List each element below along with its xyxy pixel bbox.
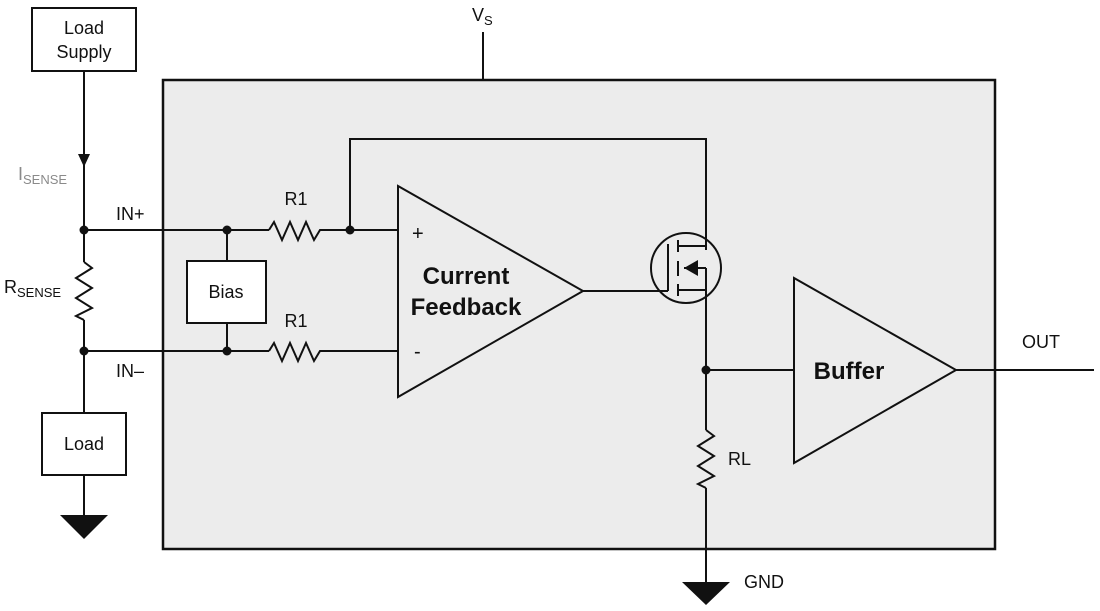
load-label: Load <box>64 434 104 454</box>
load-supply-label-line2: Supply <box>56 42 111 62</box>
load-supply-box <box>31 7 137 72</box>
gnd-icon <box>682 582 730 605</box>
mosfet-arrow-icon <box>684 260 698 276</box>
feedback-wire <box>349 138 707 250</box>
bias-label: Bias <box>208 282 243 302</box>
r1-bottom-label: R1 <box>284 311 307 331</box>
gnd-label: GND <box>744 572 784 592</box>
amp-minus-sign: - <box>414 341 421 363</box>
rl-label: RL <box>728 449 751 469</box>
r1-top-resistor <box>268 219 349 243</box>
load-box <box>41 412 127 476</box>
isense-arrow-icon <box>78 154 90 167</box>
bias-box <box>186 260 267 324</box>
mosfet-circle <box>650 232 722 304</box>
buffer-amplifier <box>793 276 959 465</box>
r1-top-label: R1 <box>284 189 307 209</box>
rl-resistor <box>695 429 717 489</box>
r1-bottom-resistor <box>268 340 398 364</box>
isense-label: ISENSE <box>18 164 67 187</box>
load-ground-icon <box>60 515 108 539</box>
buffer-label: Buffer <box>814 358 885 385</box>
rsense-resistor <box>73 261 95 321</box>
rsense-label: RSENSE <box>4 277 61 300</box>
out-label: OUT <box>1022 332 1060 352</box>
amp-label-line1: Current <box>423 263 510 290</box>
in-plus-label: IN+ <box>116 204 145 224</box>
current-feedback-amplifier <box>397 184 586 399</box>
amp-label-line2: Feedback <box>411 294 522 321</box>
load-supply-label-line1: Load <box>64 18 104 38</box>
in-minus-label: IN– <box>116 361 144 381</box>
vs-label: VS <box>472 5 493 28</box>
amp-plus-sign: + <box>412 223 424 245</box>
